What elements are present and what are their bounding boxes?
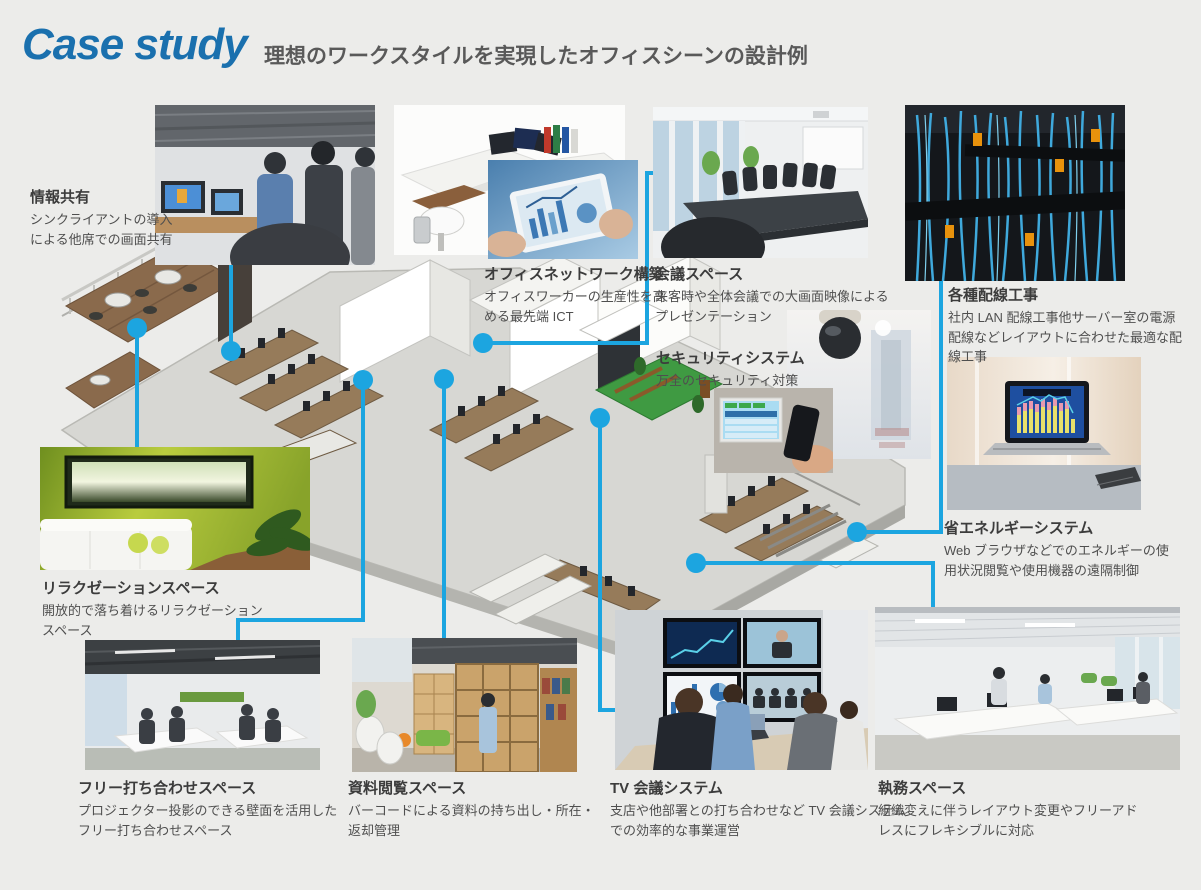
connector-meeting-space-c <box>483 341 649 345</box>
connector-wiring-works-b <box>857 530 943 534</box>
connector-free-meeting-c <box>236 618 240 642</box>
callout-title-energy-saving: 省エネルギーシステム <box>944 520 1094 537</box>
page-subtitle: 理想のワークスタイルを実現したオフィスシーンの設計例 <box>264 45 808 68</box>
callout-desc-meeting-space: 来客時や全体会議での大画面映像による プレゼンテーション <box>655 289 889 324</box>
callout-title-tv-conference: TV 会議システム <box>610 780 723 797</box>
connector-tv-conference-b <box>598 708 618 712</box>
photo-tablet-ict <box>488 160 638 259</box>
photo-security-panel <box>714 388 833 473</box>
connector-dot-free-meeting <box>353 370 373 390</box>
photo-tv-conference <box>615 610 868 770</box>
photo-document-browsing <box>352 638 577 772</box>
photo-wiring-works <box>905 105 1125 281</box>
connector-wiring-works-a <box>939 281 943 534</box>
callout-desc-work-space: 組織変えに伴うレイアウト変更やフリーアド レスにフレキシブルに対応 <box>878 803 1138 838</box>
connector-dot-information-sharing <box>221 341 241 361</box>
callout-desc-wiring-works: 社内 LAN 配線工事他サーバー室の電源 配線などレイアウトに合わせた最適な配 … <box>948 310 1183 364</box>
callout-title-information-sharing: 情報共有 <box>30 189 91 206</box>
connector-dot-tv-conference <box>590 408 610 428</box>
connector-dot-work-space <box>686 553 706 573</box>
photo-information-sharing <box>155 105 375 265</box>
callout-title-wiring-works: 各種配線工事 <box>948 287 1039 304</box>
callout-desc-energy-saving: Web ブラウザなどでのエネルギーの使 用状況閲覧や使用機器の遠隔制御 <box>944 543 1169 578</box>
page-title: Case study <box>22 20 248 69</box>
callout-desc-office-network: オフィスワーカーの生産性を高 める最先端 ICT <box>484 289 666 324</box>
callout-work-space: 執務スペース 組織変えに伴うレイアウト変更やフリーアド レスにフレキシブルに対応 <box>878 777 1158 840</box>
callout-information-sharing: 情報共有 シンクライアントの導入 による他席での画面共有 <box>30 186 205 249</box>
connector-tv-conference-a <box>598 420 602 712</box>
callout-document-browsing: 資料閲覧スペース バーコードによる資料の持ち出し・所在・ 返却管理 <box>348 777 603 840</box>
connector-dot-relaxation <box>127 318 147 338</box>
connector-document-browsing <box>442 381 446 640</box>
photo-energy-laptop <box>947 357 1141 510</box>
callout-desc-free-meeting-space: プロジェクター投影のできる壁面を活用した フリー打ち合わせスペース <box>78 803 338 838</box>
photo-work-space <box>875 607 1180 770</box>
connector-work-space-a <box>698 561 935 565</box>
callout-desc-information-sharing: シンクライアントの導入 による他席での画面共有 <box>30 212 173 247</box>
connector-information-sharing <box>229 263 233 353</box>
callout-desc-tv-conference: 支店や他部署との打ち合わせなど TV 会議システム での効率的な事業運営 <box>610 803 907 838</box>
callout-relaxation-space: リラクゼーションスペース 開放的で落ち着けるリラクゼーション スペース <box>42 577 282 640</box>
connector-free-meeting-b <box>236 618 365 622</box>
callout-title-relaxation-space: リラクゼーションスペース <box>42 580 220 597</box>
callout-desc-security-system: 万全のセキュリティ対策 <box>656 373 799 388</box>
connector-meeting-space-b <box>645 171 649 345</box>
connector-dot-meeting-space <box>473 333 493 353</box>
callout-title-meeting-space: 会議スペース <box>655 266 744 283</box>
connector-free-meeting-a <box>361 382 365 622</box>
callout-wiring-works: 各種配線工事 社内 LAN 配線工事他サーバー室の電源 配線などレイアウトに合わ… <box>948 284 1193 367</box>
photo-free-meeting-space <box>85 640 320 770</box>
callout-title-office-network: オフィスネットワーク構築 <box>484 266 664 283</box>
callout-desc-document-browsing: バーコードによる資料の持ち出し・所在・ 返却管理 <box>348 803 595 838</box>
connector-dot-document-browsing <box>434 369 454 389</box>
callout-title-document-browsing: 資料閲覧スペース <box>348 780 467 797</box>
callout-security-system: セキュリティシステム 万全のセキュリティ対策 <box>656 347 876 391</box>
callout-free-meeting-space: フリー打ち合わせスペース プロジェクター投影のできる壁面を活用した フリー打ち合… <box>78 777 348 840</box>
callout-office-network: オフィスネットワーク構築 オフィスワーカーの生産性を高 める最先端 ICT <box>484 263 684 326</box>
connector-relaxation <box>135 330 139 450</box>
callout-title-security-system: セキュリティシステム <box>656 350 805 367</box>
connector-dot-wiring-works <box>847 522 867 542</box>
photo-meeting-space <box>653 107 868 258</box>
photo-relaxation-space <box>40 447 310 570</box>
connector-meeting-space-a <box>645 171 655 175</box>
connector-work-space-b <box>931 561 935 609</box>
callout-meeting-space: 会議スペース 来客時や全体会議での大画面映像による プレゼンテーション <box>655 263 905 326</box>
callout-desc-relaxation-space: 開放的で落ち着けるリラクゼーション スペース <box>42 603 263 638</box>
callout-title-free-meeting-space: フリー打ち合わせスペース <box>78 780 257 797</box>
callout-title-work-space: 執務スペース <box>878 780 967 797</box>
callout-energy-saving: 省エネルギーシステム Web ブラウザなどでのエネルギーの使 用状況閲覧や使用機… <box>944 517 1189 580</box>
callout-tv-conference: TV 会議システム 支店や他部署との打ち合わせなど TV 会議システム での効率… <box>610 777 910 840</box>
